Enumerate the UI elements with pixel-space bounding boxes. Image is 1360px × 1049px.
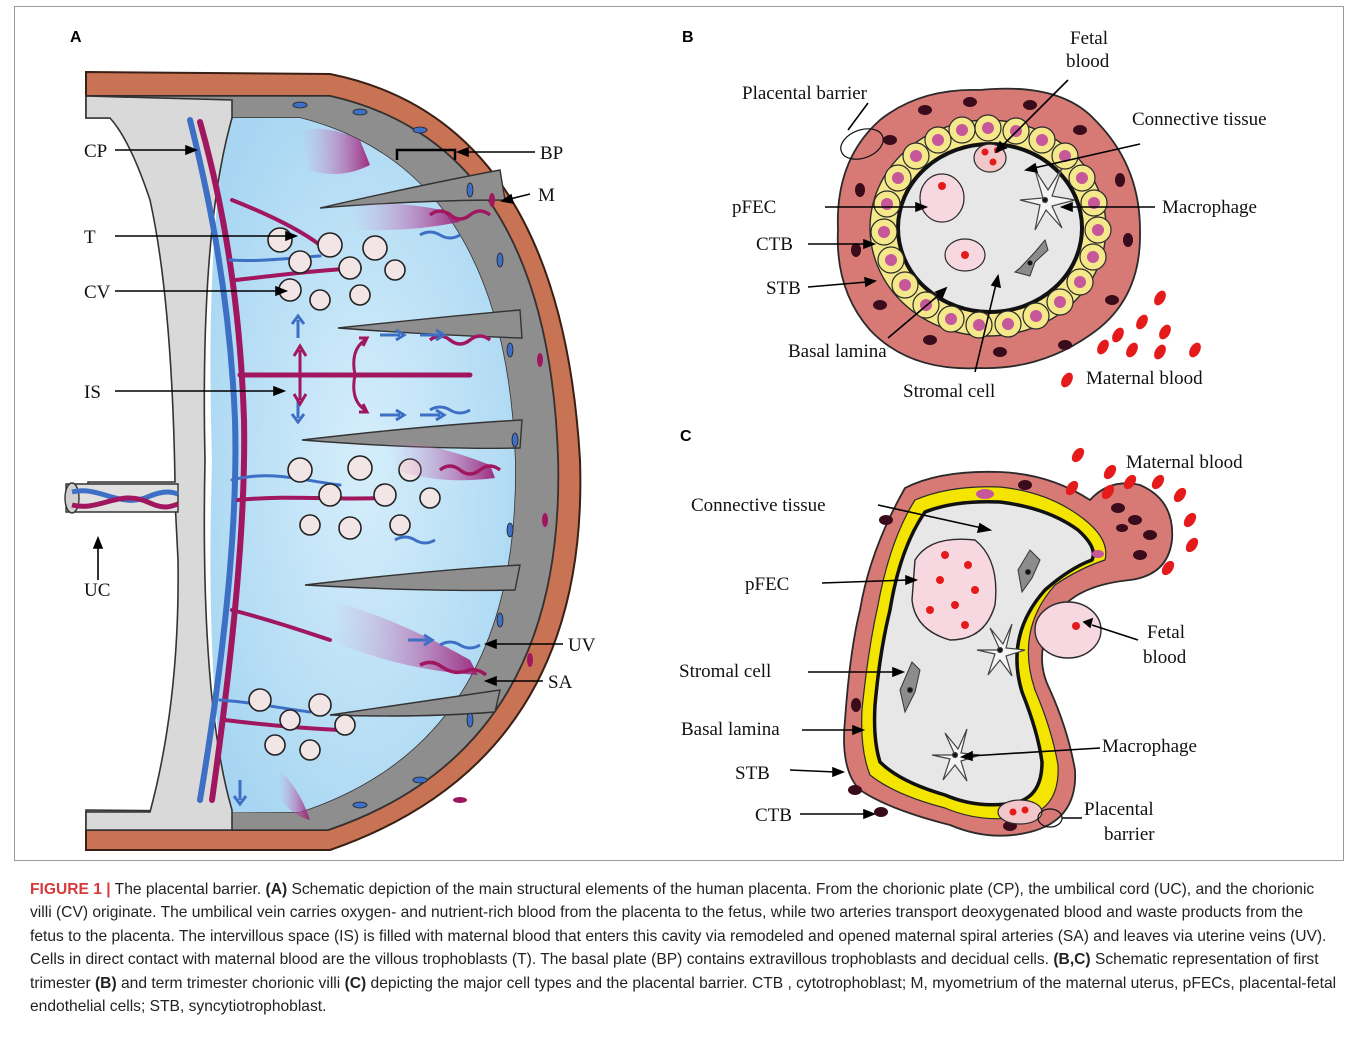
c-label-pfec: pFEC — [745, 574, 789, 595]
b-label-fetal-blood-2: blood — [1066, 51, 1110, 72]
b-label-placental-barrier: Placental barrier — [742, 83, 868, 104]
panel-label-a: A — [70, 29, 82, 46]
c-label-placental-barrier-1: Placental — [1084, 799, 1154, 820]
b-label-macrophage: Macrophage — [1162, 197, 1257, 218]
label-cp: CP — [84, 141, 107, 162]
label-m: M — [538, 185, 555, 206]
label-sa: SA — [548, 672, 573, 693]
b-label-ctb: CTB — [756, 234, 793, 255]
c-label-fetal-blood-1: Fetal — [1147, 622, 1185, 643]
label-uv: UV — [568, 635, 596, 656]
c-label-macrophage: Macrophage — [1102, 736, 1197, 757]
label-bp: BP — [540, 143, 563, 164]
b-label-basal-lamina: Basal lamina — [788, 341, 887, 362]
c-label-connective-tissue: Connective tissue — [691, 495, 826, 516]
label-t: T — [84, 227, 96, 248]
caption-text-1: The placental barrier. — [111, 881, 266, 898]
c-label-placental-barrier-2: barrier — [1104, 824, 1155, 845]
caption-text-4: and term trimester chorionic villi — [117, 975, 345, 992]
b-label-stromal-cell: Stromal cell — [903, 381, 995, 402]
label-is: IS — [84, 382, 101, 403]
b-label-pfec: pFEC — [732, 197, 776, 218]
panel-c-term-villus: C Maternal blood Connective tissue pFEC … — [679, 428, 1243, 845]
b-label-maternal-blood: Maternal blood — [1086, 368, 1203, 389]
umbilical-cord — [65, 483, 178, 513]
caption-tag-b: (B) — [95, 975, 117, 992]
c-label-fetal-blood-2: blood — [1143, 647, 1187, 668]
c-label-ctb: CTB — [755, 805, 792, 826]
caption-tag-a: (A) — [266, 881, 288, 898]
panel-b-first-trimester-villus: B Fetal blood Placental barrier Connecti… — [682, 28, 1267, 402]
panel-label-b: B — [682, 29, 694, 46]
caption-tag-bc: (B,C) — [1053, 951, 1090, 968]
panel-label-c: C — [680, 428, 692, 445]
label-cv: CV — [84, 282, 111, 303]
c-label-stb: STB — [735, 763, 770, 784]
caption-title: FIGURE 1 | — [30, 881, 111, 898]
figure-diagram: A CP T CV IS UC BP M UV SA — [0, 0, 1360, 870]
panel-a-placenta: A CP T CV IS UC BP M UV SA — [65, 29, 596, 850]
b-label-connective-tissue: Connective tissue — [1132, 109, 1267, 130]
b-label-stb: STB — [766, 278, 801, 299]
label-uc: UC — [84, 580, 110, 601]
caption-tag-c: (C) — [345, 975, 367, 992]
c-label-basal-lamina: Basal lamina — [681, 719, 780, 740]
c-label-stromal-cell: Stromal cell — [679, 661, 771, 682]
b-label-fetal-blood-1: Fetal — [1070, 28, 1108, 49]
c-label-maternal-blood: Maternal blood — [1126, 452, 1243, 473]
figure-caption: FIGURE 1 | The placental barrier. (A) Sc… — [30, 878, 1340, 1018]
